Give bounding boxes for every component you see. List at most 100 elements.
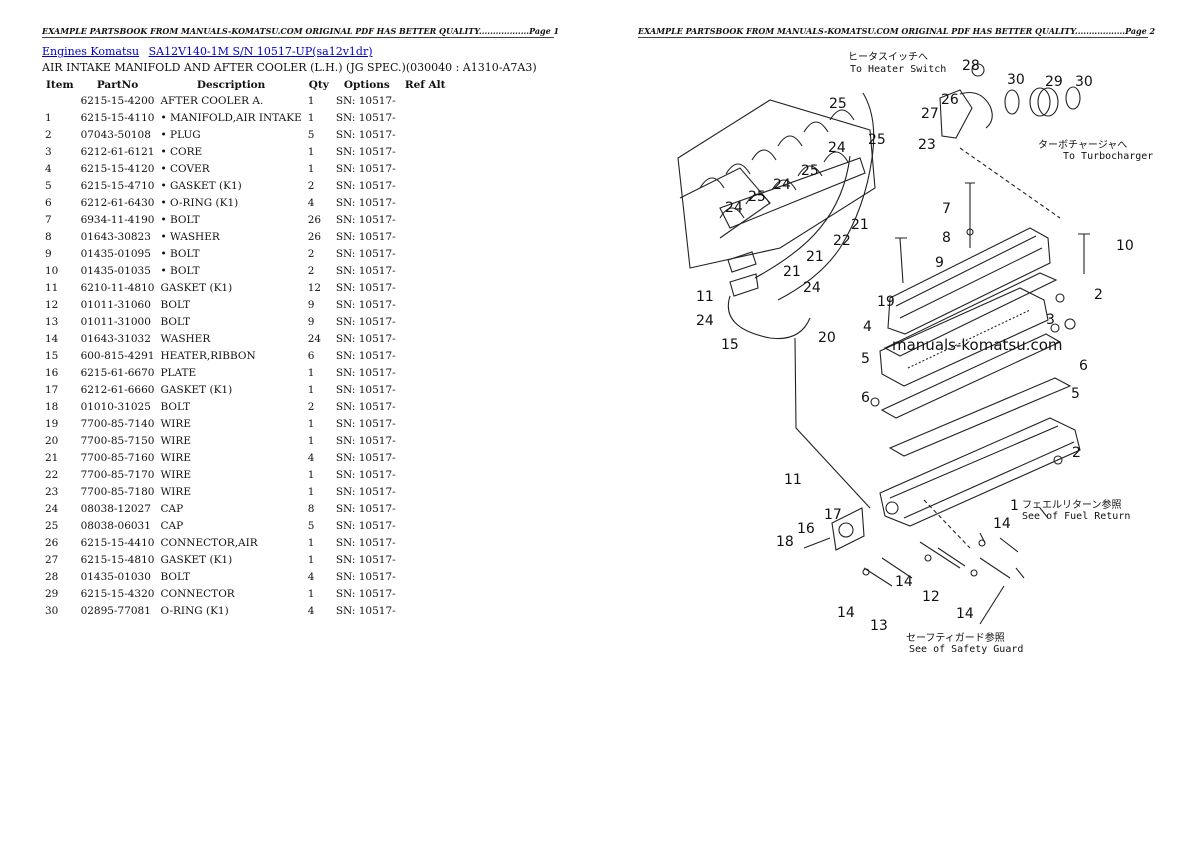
cell-qty: 4 — [307, 570, 315, 583]
cell-partno: 01011-31060 — [80, 298, 151, 311]
cell-options: SN: 10517- — [335, 400, 396, 413]
cell-options: SN: 10517- — [335, 128, 396, 141]
callout-label: 14 — [956, 606, 974, 622]
cell-partno: 01643-30823 — [80, 230, 151, 243]
callout-label: 14 — [895, 574, 913, 590]
cell-description: PLATE — [160, 366, 197, 379]
cell-ref-alt — [401, 364, 450, 381]
callout-label: 6 — [1079, 358, 1088, 374]
cell-partno: 7700-85-7160 — [80, 451, 155, 464]
cell-options: SN: 10517- — [335, 111, 396, 124]
cell-description: WASHER — [160, 332, 211, 345]
cell-options: SN: 10517- — [335, 162, 396, 175]
cell-partno: 600-815-4291 — [80, 349, 155, 362]
cell-qty: 5 — [307, 519, 315, 532]
cell-qty: 1 — [307, 553, 315, 566]
callout-label: 4 — [863, 319, 872, 335]
callout-label: 29 — [1045, 74, 1063, 90]
cell-options: SN: 10517- — [335, 451, 396, 464]
callout-label: 2 — [1094, 287, 1103, 303]
cell-ref-alt — [401, 296, 450, 313]
engine-block-outline — [677, 63, 1090, 625]
cell-item: 20 — [45, 434, 59, 447]
cell-qty: 1 — [307, 162, 315, 175]
cell-qty: 9 — [307, 315, 315, 328]
cell-description: • MANIFOLD,AIR INTAKE — [160, 111, 302, 124]
cell-item: 8 — [45, 230, 52, 243]
cell-options: SN: 10517- — [335, 247, 396, 260]
cell-description: BOLT — [160, 570, 191, 583]
callout-label: 14 — [993, 516, 1011, 532]
cell-ref-alt — [401, 398, 450, 415]
cell-partno: 6215-15-4320 — [80, 587, 155, 600]
callout-label: 24 — [828, 140, 846, 156]
cell-partno: 01010-31025 — [80, 400, 151, 413]
cell-description: • COVER — [160, 162, 210, 175]
cell-options: SN: 10517- — [335, 145, 396, 158]
cell-description: CONNECTOR,AIR — [160, 536, 258, 549]
cell-item: 4 — [45, 162, 52, 175]
cell-options: SN: 10517- — [335, 519, 396, 532]
cell-qty: 6 — [307, 349, 315, 362]
cell-options: SN: 10517- — [335, 281, 396, 294]
cell-ref-alt — [401, 279, 450, 296]
cell-description: AFTER COOLER A. — [160, 94, 264, 107]
callout-label: 11 — [696, 289, 714, 305]
callout-label: 1 — [1010, 498, 1019, 514]
breadcrumb-link-engines[interactable]: Engines Komatsu — [42, 45, 140, 58]
cell-ref-alt — [401, 109, 450, 126]
page-title: AIR INTAKE MANIFOLD AND AFTER COOLER (L.… — [42, 61, 537, 74]
cell-partno: 01643-31032 — [80, 332, 151, 345]
cell-qty: 2 — [307, 400, 315, 413]
cell-item — [42, 92, 78, 109]
cell-description: BOLT — [160, 298, 191, 311]
cell-qty: 4 — [307, 451, 315, 464]
cell-description: CONNECTOR — [160, 587, 235, 600]
cell-partno: 6215-15-4710 — [80, 179, 155, 192]
col-header-description: Description — [196, 78, 266, 91]
cell-options: SN: 10517- — [335, 468, 396, 481]
cell-description: • PLUG — [160, 128, 201, 141]
cell-partno: 6934-11-4190 — [80, 213, 155, 226]
cell-qty: 26 — [307, 230, 322, 243]
note-safety-en: See of Safety Guard — [909, 644, 1023, 655]
cell-description: • CORE — [160, 145, 203, 158]
cell-options: SN: 10517- — [335, 298, 396, 311]
cell-item: 3 — [45, 145, 52, 158]
cell-qty: 9 — [307, 298, 315, 311]
cell-partno: 6215-15-4810 — [80, 553, 155, 566]
cell-ref-alt — [401, 177, 450, 194]
cell-options: SN: 10517- — [335, 536, 396, 549]
cell-description: BOLT — [160, 400, 191, 413]
callout-label: 17 — [824, 507, 842, 523]
cell-qty: 24 — [307, 332, 322, 345]
breadcrumb-link-model[interactable]: SA12V140-1M S/N 10517-UP(sa12v1dr) — [148, 45, 373, 58]
cell-qty: 12 — [307, 281, 322, 294]
callout-label: 25 — [829, 96, 847, 112]
cell-qty: 1 — [307, 383, 315, 396]
cell-qty: 2 — [307, 264, 315, 277]
cell-qty: 1 — [307, 468, 315, 481]
cell-item: 15 — [45, 349, 59, 362]
callout-label: 30 — [1075, 74, 1093, 90]
cell-partno: 07043-50108 — [80, 128, 151, 141]
col-header-qty: Qty — [308, 78, 329, 91]
breadcrumb: Engines Komatsu SA12V140-1M S/N 10517-UP… — [42, 45, 379, 58]
cell-qty: 2 — [307, 179, 315, 192]
cell-ref-alt — [401, 415, 450, 432]
cell-item: 13 — [45, 315, 59, 328]
cell-options: SN: 10517- — [335, 213, 396, 226]
